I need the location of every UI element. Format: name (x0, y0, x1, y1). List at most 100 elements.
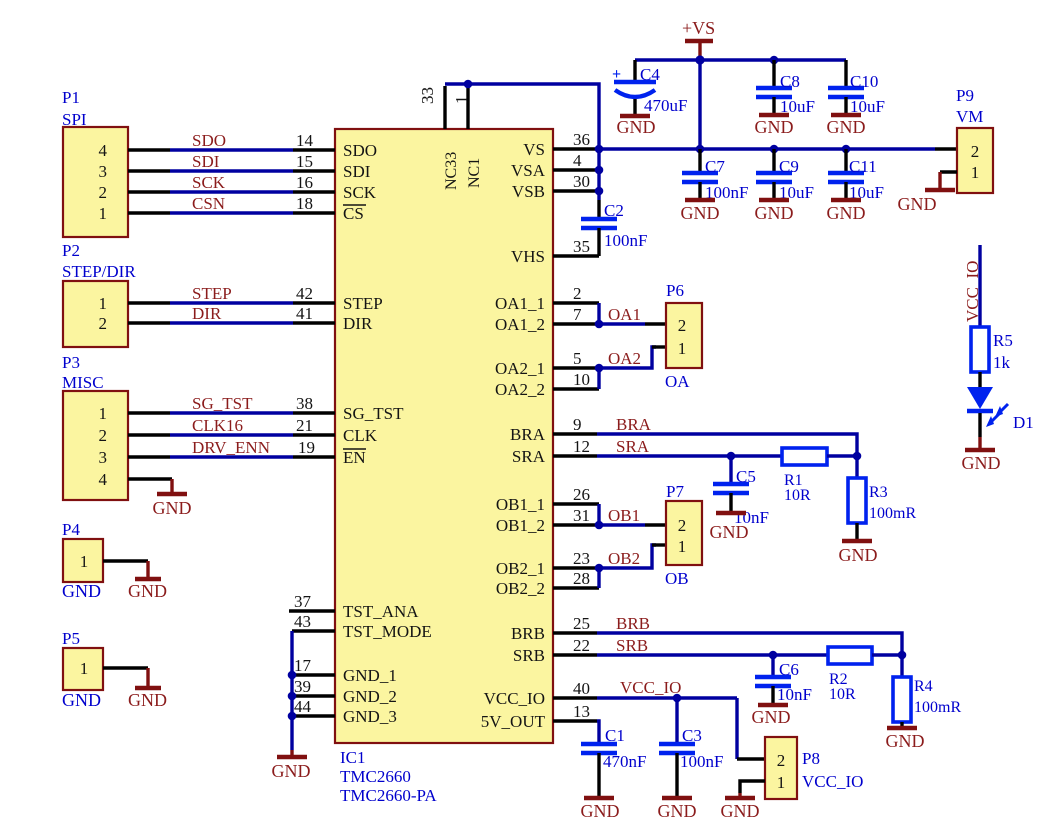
c6-value: 10nF (777, 685, 812, 704)
svg-text:41: 41 (296, 304, 313, 323)
net-label-sg-tst: SG_TST (192, 394, 253, 413)
net-label-sck: SCK (192, 173, 226, 192)
connector-p6: P6 2 1 OA (664, 281, 704, 391)
p2-name: STEP/DIR (62, 262, 136, 281)
p4-net-name: GND (62, 581, 101, 601)
svg-text:7: 7 (573, 305, 582, 324)
svg-text:26: 26 (573, 485, 590, 504)
c4-ref: C4 (640, 65, 660, 84)
svg-text:VCC_IO: VCC_IO (484, 689, 545, 708)
svg-text:1: 1 (971, 163, 980, 182)
svg-text:2: 2 (678, 316, 687, 335)
svg-text:CLK: CLK (343, 426, 378, 445)
svg-text:2: 2 (99, 314, 108, 333)
net-spi-wires: SDO SDI SCK CSN 14 15 16 18 (128, 131, 335, 215)
svg-text:SDI: SDI (343, 162, 371, 181)
svg-text:31: 31 (573, 506, 590, 525)
svg-text:37: 37 (294, 592, 312, 611)
svg-text:35: 35 (573, 237, 590, 256)
led-d1-triangle (967, 387, 993, 409)
svg-text:3: 3 (99, 448, 108, 467)
capacitor-c5: C5 10nF GND (710, 456, 769, 542)
net-misc-wires: SG_TST CLK16 DRV_ENN 38 21 19 GND (128, 394, 335, 518)
net-stepdir-wires: STEP DIR 42 41 (128, 284, 335, 325)
svg-text:OB2_1: OB2_1 (496, 559, 545, 578)
nc1-label: NC1 (466, 158, 483, 188)
gnd-label-d1: GND (962, 453, 1001, 473)
net-label-oa1: OA1 (608, 305, 641, 324)
net-label-vcc-io-vertical: VCC_IO (963, 261, 982, 322)
svg-text:18: 18 (296, 194, 313, 213)
net-label-bra: BRA (616, 415, 652, 434)
svg-text:5: 5 (573, 349, 582, 368)
svg-text:2: 2 (971, 142, 980, 161)
p6-name: OA (665, 372, 690, 391)
gnd-label-r4: GND (886, 731, 925, 751)
p7-name: OB (665, 569, 689, 588)
connector-p2: P2 STEP/DIR 1 2 (61, 241, 136, 349)
svg-text:1: 1 (99, 294, 108, 313)
r5-ref: R5 (993, 331, 1013, 350)
net-label-csn: CSN (192, 194, 225, 213)
svg-text:10: 10 (573, 370, 590, 389)
d1-ref: D1 (1013, 413, 1034, 432)
net-label-clk16: CLK16 (192, 416, 243, 435)
r5-value: 1k (993, 353, 1011, 372)
gnd-label-r3: GND (839, 545, 878, 565)
svg-text:1: 1 (678, 537, 687, 556)
c2-ref: C2 (604, 201, 624, 220)
net-label-step: STEP (192, 284, 232, 303)
gnd-label-p3: GND (153, 498, 192, 518)
vs-rail: 36 4 30 C2 100nF 35 (553, 130, 957, 258)
svg-text:28: 28 (573, 569, 590, 588)
net-label-drv-enn: DRV_ENN (192, 438, 270, 457)
capacitor-c8: C8 10uF GND (755, 60, 815, 137)
svg-text:21: 21 (296, 416, 313, 435)
svg-text:BRB: BRB (511, 624, 545, 643)
led-arrow-2 (986, 416, 994, 427)
r2-value: 10R (829, 686, 856, 703)
p3-designator: P3 (62, 353, 80, 372)
net-label-sdi: SDI (192, 152, 220, 171)
gnd-label-c10: GND (827, 117, 866, 137)
net-ob-wires: 26 31 OB1 23 28 OB2 (553, 485, 666, 590)
svg-text:3: 3 (99, 162, 108, 181)
resistor-r3-group: R3 100mR GND (839, 456, 916, 565)
capacitor-c1: C1 470nF GND (581, 726, 647, 821)
c7-ref: C7 (705, 157, 725, 176)
p7-designator: P7 (666, 482, 684, 501)
c11-ref: C11 (849, 157, 877, 176)
net-label-sra: SRA (616, 437, 650, 456)
resistor-r2 (826, 645, 874, 666)
svg-text:OA2_2: OA2_2 (495, 380, 545, 399)
svg-text:CS: CS (343, 204, 364, 223)
vs-label: +VS (682, 18, 715, 38)
p8-name: VCC_IO (802, 772, 863, 791)
p2-designator: P2 (62, 241, 80, 260)
c3-ref: C3 (682, 726, 702, 745)
svg-text:1: 1 (678, 339, 687, 358)
svg-text:22: 22 (573, 636, 590, 655)
p8-designator: P8 (802, 749, 820, 768)
r2-ref: R2 (829, 671, 848, 688)
p9-designator: P9 (956, 86, 974, 105)
svg-text:4: 4 (99, 470, 108, 489)
capacitor-c3: C3 100nF GND (658, 698, 723, 821)
svg-text:14: 14 (296, 131, 314, 150)
svg-text:40: 40 (573, 679, 590, 698)
svg-text:25: 25 (573, 614, 590, 633)
svg-text:36: 36 (573, 130, 590, 149)
p4-designator: P4 (62, 520, 80, 539)
svg-text:1: 1 (80, 659, 89, 678)
svg-text:1: 1 (777, 773, 786, 792)
capacitor-c7: C7 100nF GND (681, 149, 748, 223)
net-label-vcc-io: VCC_IO (620, 678, 681, 697)
svg-text:15: 15 (296, 152, 313, 171)
pin1-number: 1 (452, 96, 471, 105)
ic-left-pin-names: SDO SDI SCK CS STEP DIR SG_TST CLK EN TS… (343, 141, 432, 726)
connector-p7: P7 2 1 OB (664, 482, 704, 588)
gnd-label-c1: GND (581, 801, 620, 821)
r4-value: 100mR (914, 699, 961, 716)
gnd-label-c6: GND (752, 707, 791, 727)
nc33-label: NC33 (443, 152, 460, 190)
